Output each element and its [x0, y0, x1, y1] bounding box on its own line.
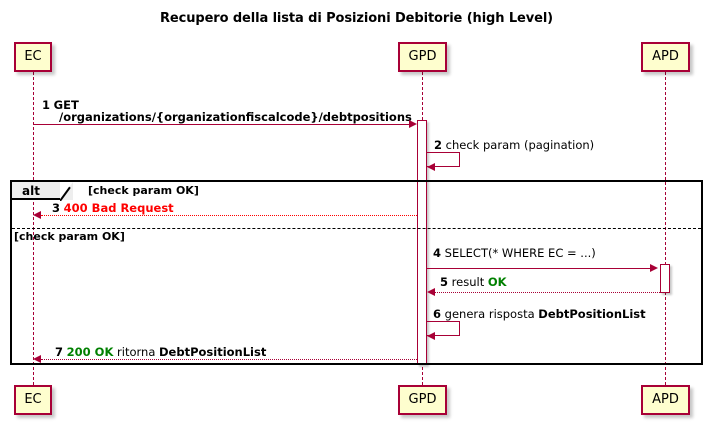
participant-ec-top-label: EC	[24, 49, 42, 64]
message-3-label: 3 400 Bad Request	[52, 201, 174, 215]
message-5-status: OK	[487, 275, 507, 289]
participant-gpd-bottom[interactable]: GPD	[398, 385, 447, 415]
message-4-text: SELECT(* WHERE EC = ...)	[444, 246, 596, 260]
message-5-line	[435, 292, 660, 293]
message-2-seq: 2	[434, 138, 443, 152]
message-1-line2: /organizations/{organizationfiscalcode}/…	[59, 110, 412, 124]
message-1-line1: GET	[53, 98, 79, 112]
alt-fragment-frame	[10, 180, 703, 365]
message-7-arrowhead	[33, 355, 41, 363]
message-3-text: 400 Bad Request	[63, 201, 174, 215]
message-5-text: result	[451, 275, 488, 289]
message-7-line	[41, 359, 417, 360]
message-6-self-loop	[427, 321, 460, 336]
message-6-arrowhead	[427, 332, 435, 340]
message-6-seq: 6	[433, 307, 442, 321]
alt-fragment-guard-2: [check param OK]	[14, 230, 125, 243]
message-1-seq: 1	[42, 98, 51, 112]
participant-apd-top[interactable]: APD	[641, 42, 690, 72]
participant-gpd-top-label: GPD	[408, 49, 437, 64]
message-2-text: check param (pagination)	[445, 138, 595, 152]
message-6-label: 6 genera risposta DebtPositionList	[433, 307, 646, 321]
alt-fragment-tab-notch	[60, 182, 73, 200]
participant-gpd-bottom-label: GPD	[408, 392, 437, 407]
participant-apd-bottom[interactable]: APD	[641, 385, 690, 415]
participant-apd-bottom-label: APD	[652, 392, 679, 407]
participant-ec-top[interactable]: EC	[14, 42, 52, 72]
message-4-seq: 4	[433, 246, 442, 260]
participant-gpd-top[interactable]: GPD	[398, 42, 447, 72]
alt-fragment-tab-edge	[60, 182, 75, 201]
message-7-text: ritorna	[113, 345, 160, 359]
message-1-line	[33, 124, 411, 125]
alt-fragment-else-divider	[12, 228, 701, 229]
message-5-label: 5 result OK	[440, 275, 507, 289]
message-5-arrowhead	[427, 288, 435, 296]
message-3-arrowhead	[33, 211, 41, 219]
message-7-status: 200 OK	[66, 345, 114, 359]
participant-apd-top-label: APD	[652, 49, 679, 64]
participant-ec-bottom-label: EC	[24, 392, 42, 407]
alt-fragment-tab	[12, 182, 60, 200]
message-1-label: 1 GET	[42, 98, 79, 112]
message-1-line2-wrap: /organizations/{organizationfiscalcode}/…	[59, 110, 412, 124]
message-4-line	[427, 268, 652, 269]
message-7-payload: DebtPositionList	[159, 345, 267, 359]
alt-fragment-operator: alt	[22, 184, 40, 198]
message-6-text: genera risposta	[444, 307, 539, 321]
message-1-arrowhead	[409, 120, 417, 128]
message-3-line	[41, 215, 417, 216]
message-2-label: 2 check param (pagination)	[434, 138, 594, 152]
activation-bar-apd	[660, 264, 670, 293]
message-2-self-loop	[427, 152, 460, 167]
message-3-seq: 3	[52, 201, 61, 215]
message-5-seq: 5	[440, 275, 449, 289]
message-6-payload: DebtPositionList	[538, 307, 646, 321]
alt-fragment-guard-1: [check param OK]	[88, 184, 199, 197]
message-4-label: 4 SELECT(* WHERE EC = ...)	[433, 246, 596, 260]
message-4-arrowhead	[650, 264, 658, 272]
message-7-seq: 7	[55, 345, 64, 359]
message-7-label: 7 200 OK ritorna DebtPositionList	[55, 345, 266, 359]
participant-ec-bottom[interactable]: EC	[14, 385, 52, 415]
page-title: Recupero della lista di Posizioni Debito…	[159, 11, 554, 26]
message-2-arrowhead	[427, 163, 435, 171]
